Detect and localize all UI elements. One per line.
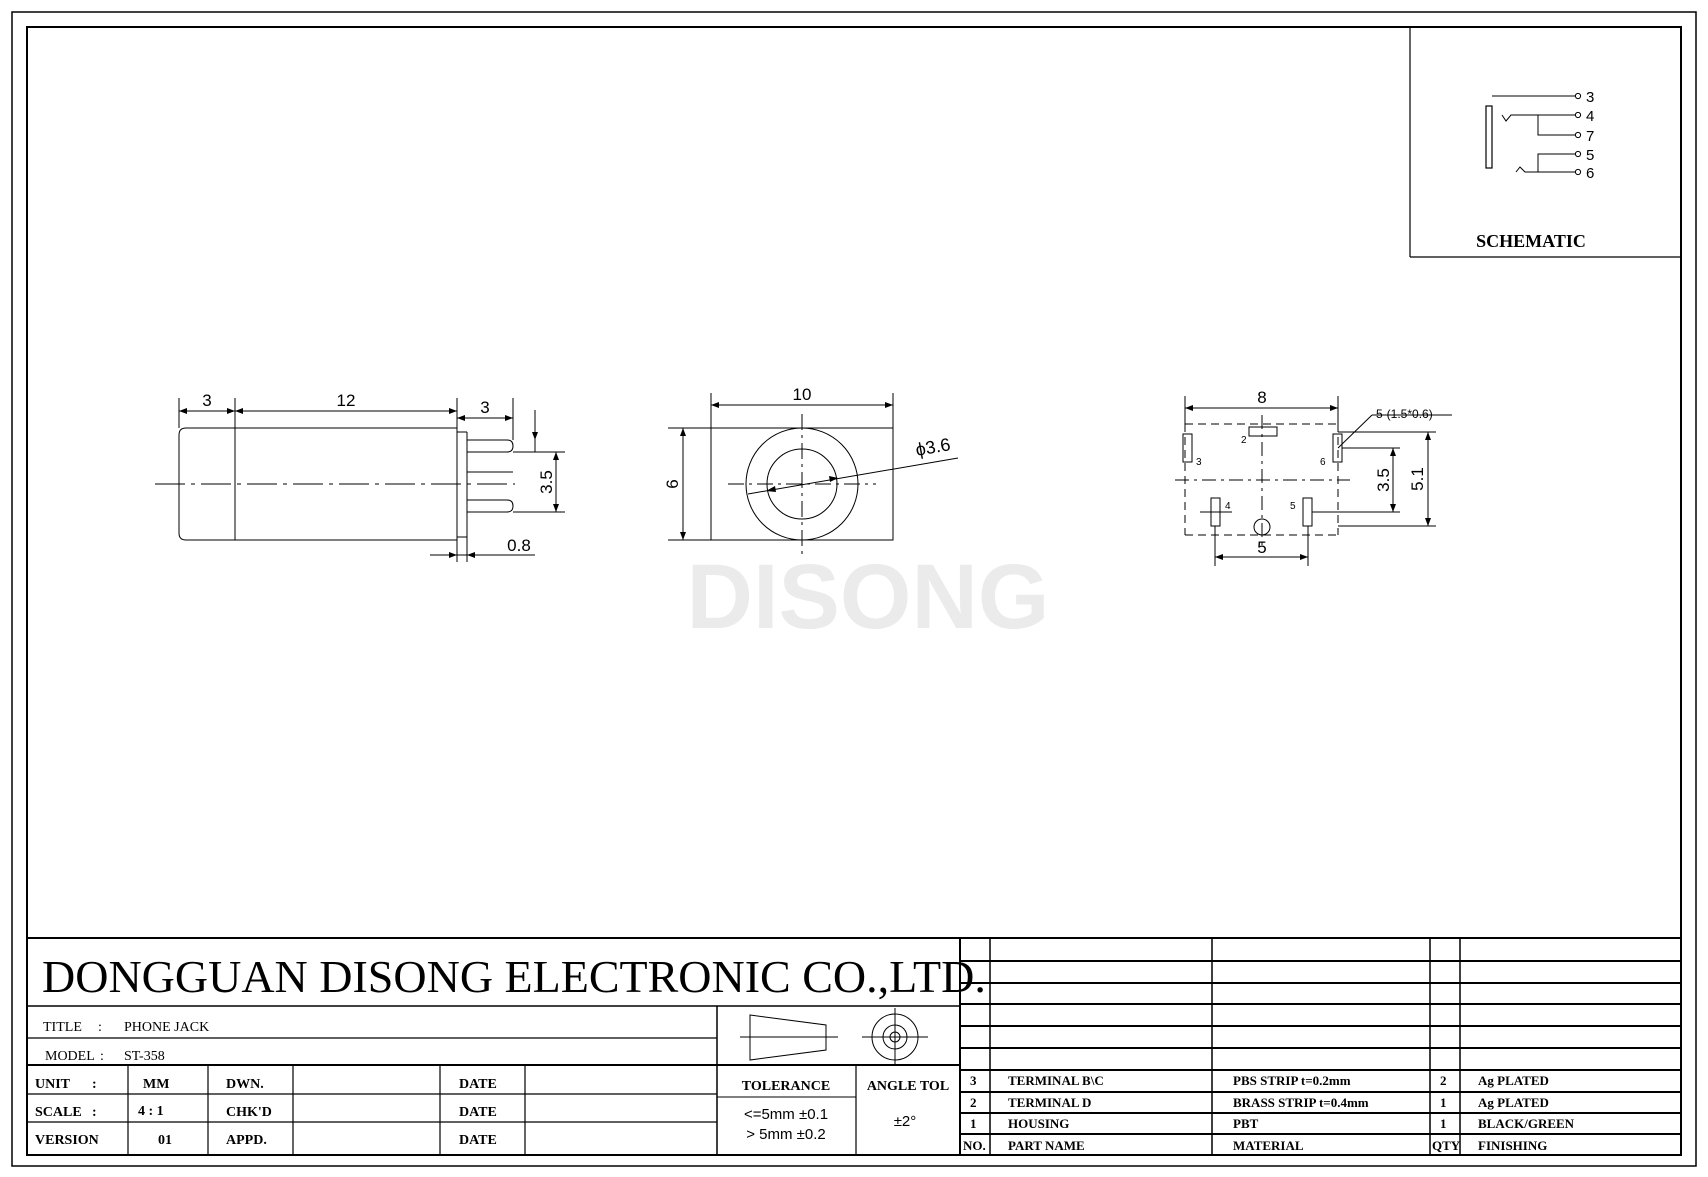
diameter-label: ϕ3.6 — [914, 434, 952, 460]
bom-finish: Ag PLATED — [1478, 1095, 1549, 1110]
bom-part: TERMINAL B\C — [1008, 1073, 1104, 1088]
model-label: MODEL — [45, 1049, 95, 1064]
dim-label: 5 — [1257, 538, 1266, 557]
pad-label: 2 — [1241, 435, 1247, 446]
bom-qty: 1 — [1440, 1095, 1447, 1110]
bom-qty: 1 — [1440, 1116, 1447, 1131]
outer-border — [11, 11, 1697, 1167]
dwn-label: DWN. — [226, 1077, 264, 1092]
dim-label: 8 — [1257, 388, 1266, 407]
pin-label: 5 — [1586, 147, 1594, 164]
front-view-arrows — [680, 402, 893, 540]
bom-header-part: PART NAME — [1008, 1138, 1085, 1153]
bom-material: BRASS STRIP t=0.4mm — [1233, 1095, 1369, 1110]
front-view — [668, 393, 959, 554]
bottom-view — [1175, 396, 1452, 566]
title-label: TITLE — [43, 1020, 82, 1035]
dim-label: 3.5 — [1374, 468, 1393, 492]
pin-label: 4 — [1586, 108, 1594, 125]
bom-qty: 2 — [1440, 1073, 1447, 1088]
pad-label: 4 — [1225, 501, 1231, 512]
bom-no: 3 — [970, 1073, 977, 1088]
schematic-panel: 3 4 7 5 6 SCHEMATIC — [1409, 27, 1681, 258]
date-label: DATE — [459, 1133, 497, 1148]
dim-label: 0.8 — [507, 536, 531, 555]
bom-finish: BLACK/GREEN — [1478, 1116, 1575, 1131]
company-name: DONGGUAN DISONG ELECTRONIC CO.,LTD. — [42, 951, 986, 1002]
scale-colon: : — [92, 1105, 97, 1120]
angle-tol-value: ±2° — [894, 1113, 917, 1130]
bom-grid — [960, 938, 1681, 1155]
model-value: ST-358 — [124, 1049, 165, 1064]
tolerance-line-1: <=5mm ±0.1 — [744, 1106, 828, 1123]
dim-label: 5.1 — [1408, 467, 1427, 491]
unit-colon: : — [92, 1077, 97, 1092]
dim-label: 10 — [793, 385, 812, 404]
title-value: PHONE JACK — [124, 1020, 209, 1035]
bom-header-material: MATERIAL — [1233, 1138, 1304, 1153]
bottom-view-arrows — [1185, 405, 1431, 560]
inner-border — [26, 26, 1682, 1156]
schematic-title: SCHEMATIC — [1476, 231, 1586, 251]
appd-label: APPD. — [226, 1133, 267, 1148]
unit-value: MM — [143, 1077, 169, 1092]
title-block — [27, 937, 1681, 1155]
bom-part: TERMINAL D — [1008, 1095, 1091, 1110]
tolerance-label: TOLERANCE — [742, 1079, 830, 1094]
bom-material: PBS STRIP t=0.2mm — [1233, 1073, 1351, 1088]
bom-no: 1 — [970, 1116, 977, 1131]
scale-label: SCALE — [35, 1105, 82, 1120]
bom-header-no: NO. — [963, 1138, 986, 1153]
chkd-label: CHK'D — [226, 1105, 272, 1120]
pad-label: 6 — [1320, 457, 1326, 468]
dim-label: 6 — [663, 479, 682, 488]
pin-label: 7 — [1586, 128, 1594, 145]
title-colon: : — [98, 1020, 102, 1035]
bom-text: 3 TERMINAL B\C PBS STRIP t=0.2mm 2 Ag PL… — [963, 1073, 1575, 1153]
pad-label: 3 — [1196, 457, 1202, 468]
pin-label: 6 — [1586, 165, 1594, 182]
side-view-arrows — [179, 408, 559, 558]
side-view — [155, 398, 565, 562]
bom-header-finish: FINISHING — [1478, 1138, 1547, 1153]
tolerance-line-2: > 5mm ±0.2 — [746, 1126, 826, 1143]
unit-label: UNIT — [35, 1077, 71, 1092]
date-label: DATE — [459, 1105, 497, 1120]
model-colon: : — [100, 1049, 104, 1064]
dim-label: 3.5 — [537, 470, 556, 494]
bom-material: PBT — [1233, 1116, 1259, 1131]
pin-label: 3 — [1586, 89, 1594, 106]
date-label: DATE — [459, 1077, 497, 1092]
bom-header-qty: QTY — [1432, 1138, 1461, 1153]
pad-label: 5 — [1290, 501, 1296, 512]
dim-label: 12 — [337, 391, 356, 410]
pad-note: 5-(1.5*0.6) — [1376, 407, 1433, 421]
dim-label: 3 — [202, 391, 211, 410]
watermark: DISONG — [687, 546, 1050, 648]
version-value: 01 — [158, 1133, 172, 1148]
bom-finish: Ag PLATED — [1478, 1073, 1549, 1088]
version-label: VERSION — [35, 1133, 99, 1148]
dim-label: 3 — [480, 398, 489, 417]
angle-tol-label: ANGLE TOL — [867, 1079, 949, 1094]
scale-value: 4 : 1 — [138, 1104, 164, 1119]
bom-part: HOUSING — [1008, 1116, 1069, 1131]
bom-no: 2 — [970, 1095, 977, 1110]
